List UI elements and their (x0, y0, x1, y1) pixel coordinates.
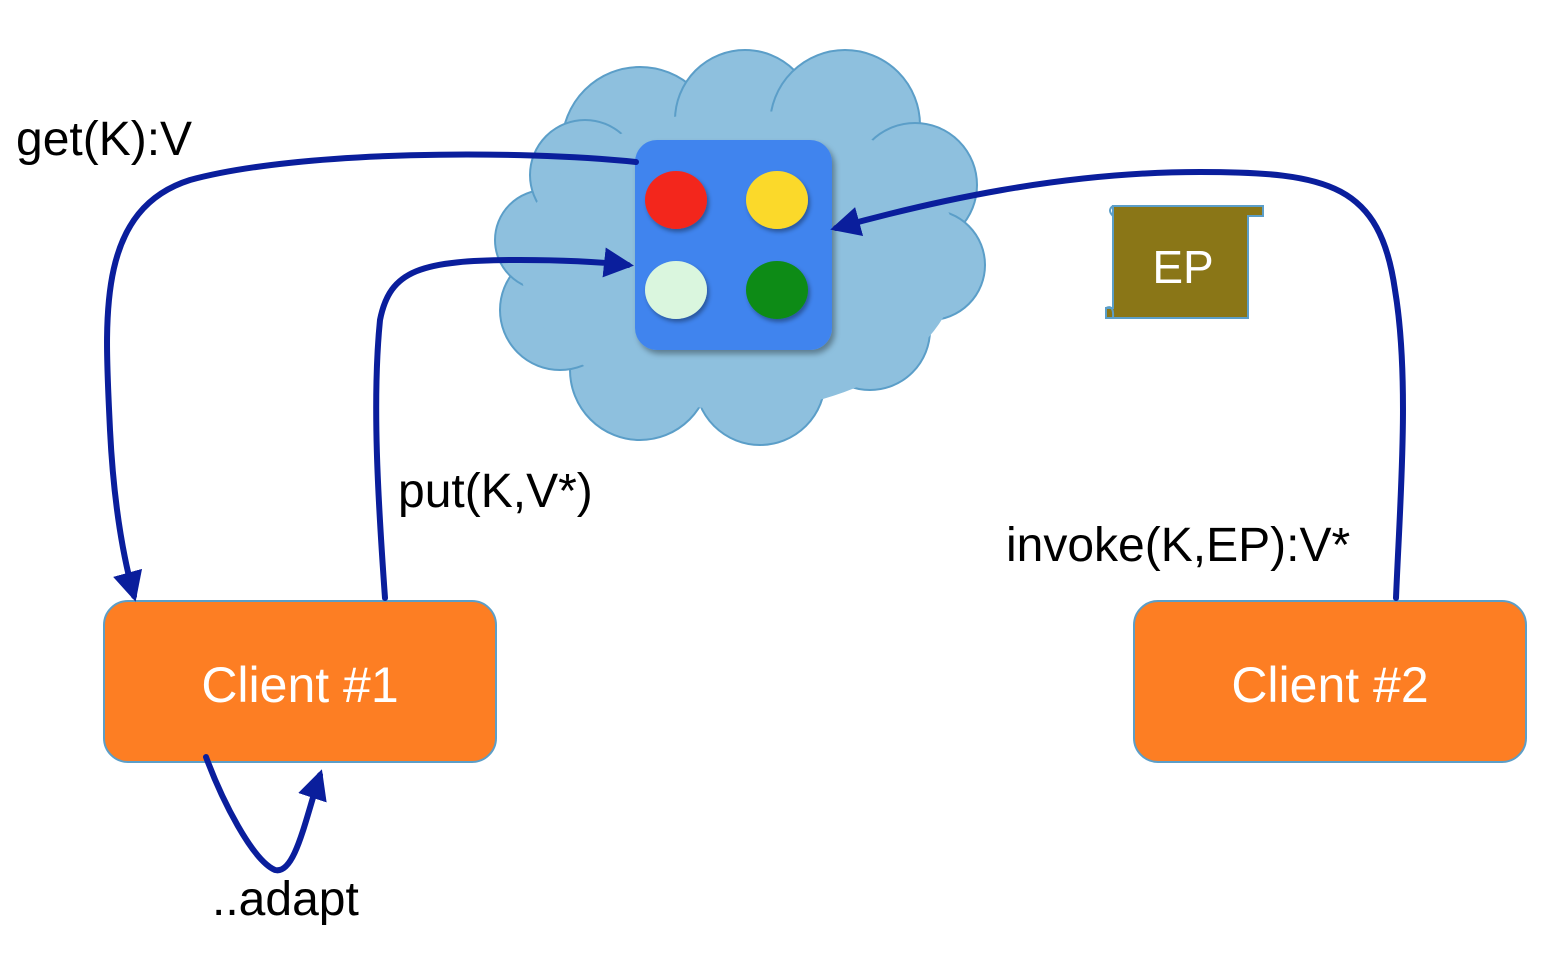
ep-scroll-icon: EP (1105, 205, 1264, 319)
adapt-label: ..adapt (212, 873, 359, 926)
client-2-label: Client #2 (1231, 657, 1428, 713)
client-1-box: Client #1 (103, 600, 497, 763)
put-label: put(K,V*) (398, 465, 593, 518)
red-dot-icon (645, 171, 707, 229)
get-arrow (104, 151, 639, 602)
data-grid-icon (635, 140, 832, 350)
dark-green-dot-icon (746, 261, 808, 319)
get-label: get(K):V (16, 113, 192, 166)
client-1-label: Client #1 (201, 657, 398, 713)
invoke-arrow (830, 168, 1406, 601)
ep-scroll-label: EP (1152, 241, 1213, 293)
adapt-arrow (203, 754, 327, 874)
invoke-label: invoke(K,EP):V* (1006, 519, 1350, 572)
put-arrow (373, 247, 634, 601)
yellow-dot-icon (746, 171, 808, 229)
light-green-dot-icon (645, 261, 707, 319)
client-2-box: Client #2 (1133, 600, 1527, 763)
